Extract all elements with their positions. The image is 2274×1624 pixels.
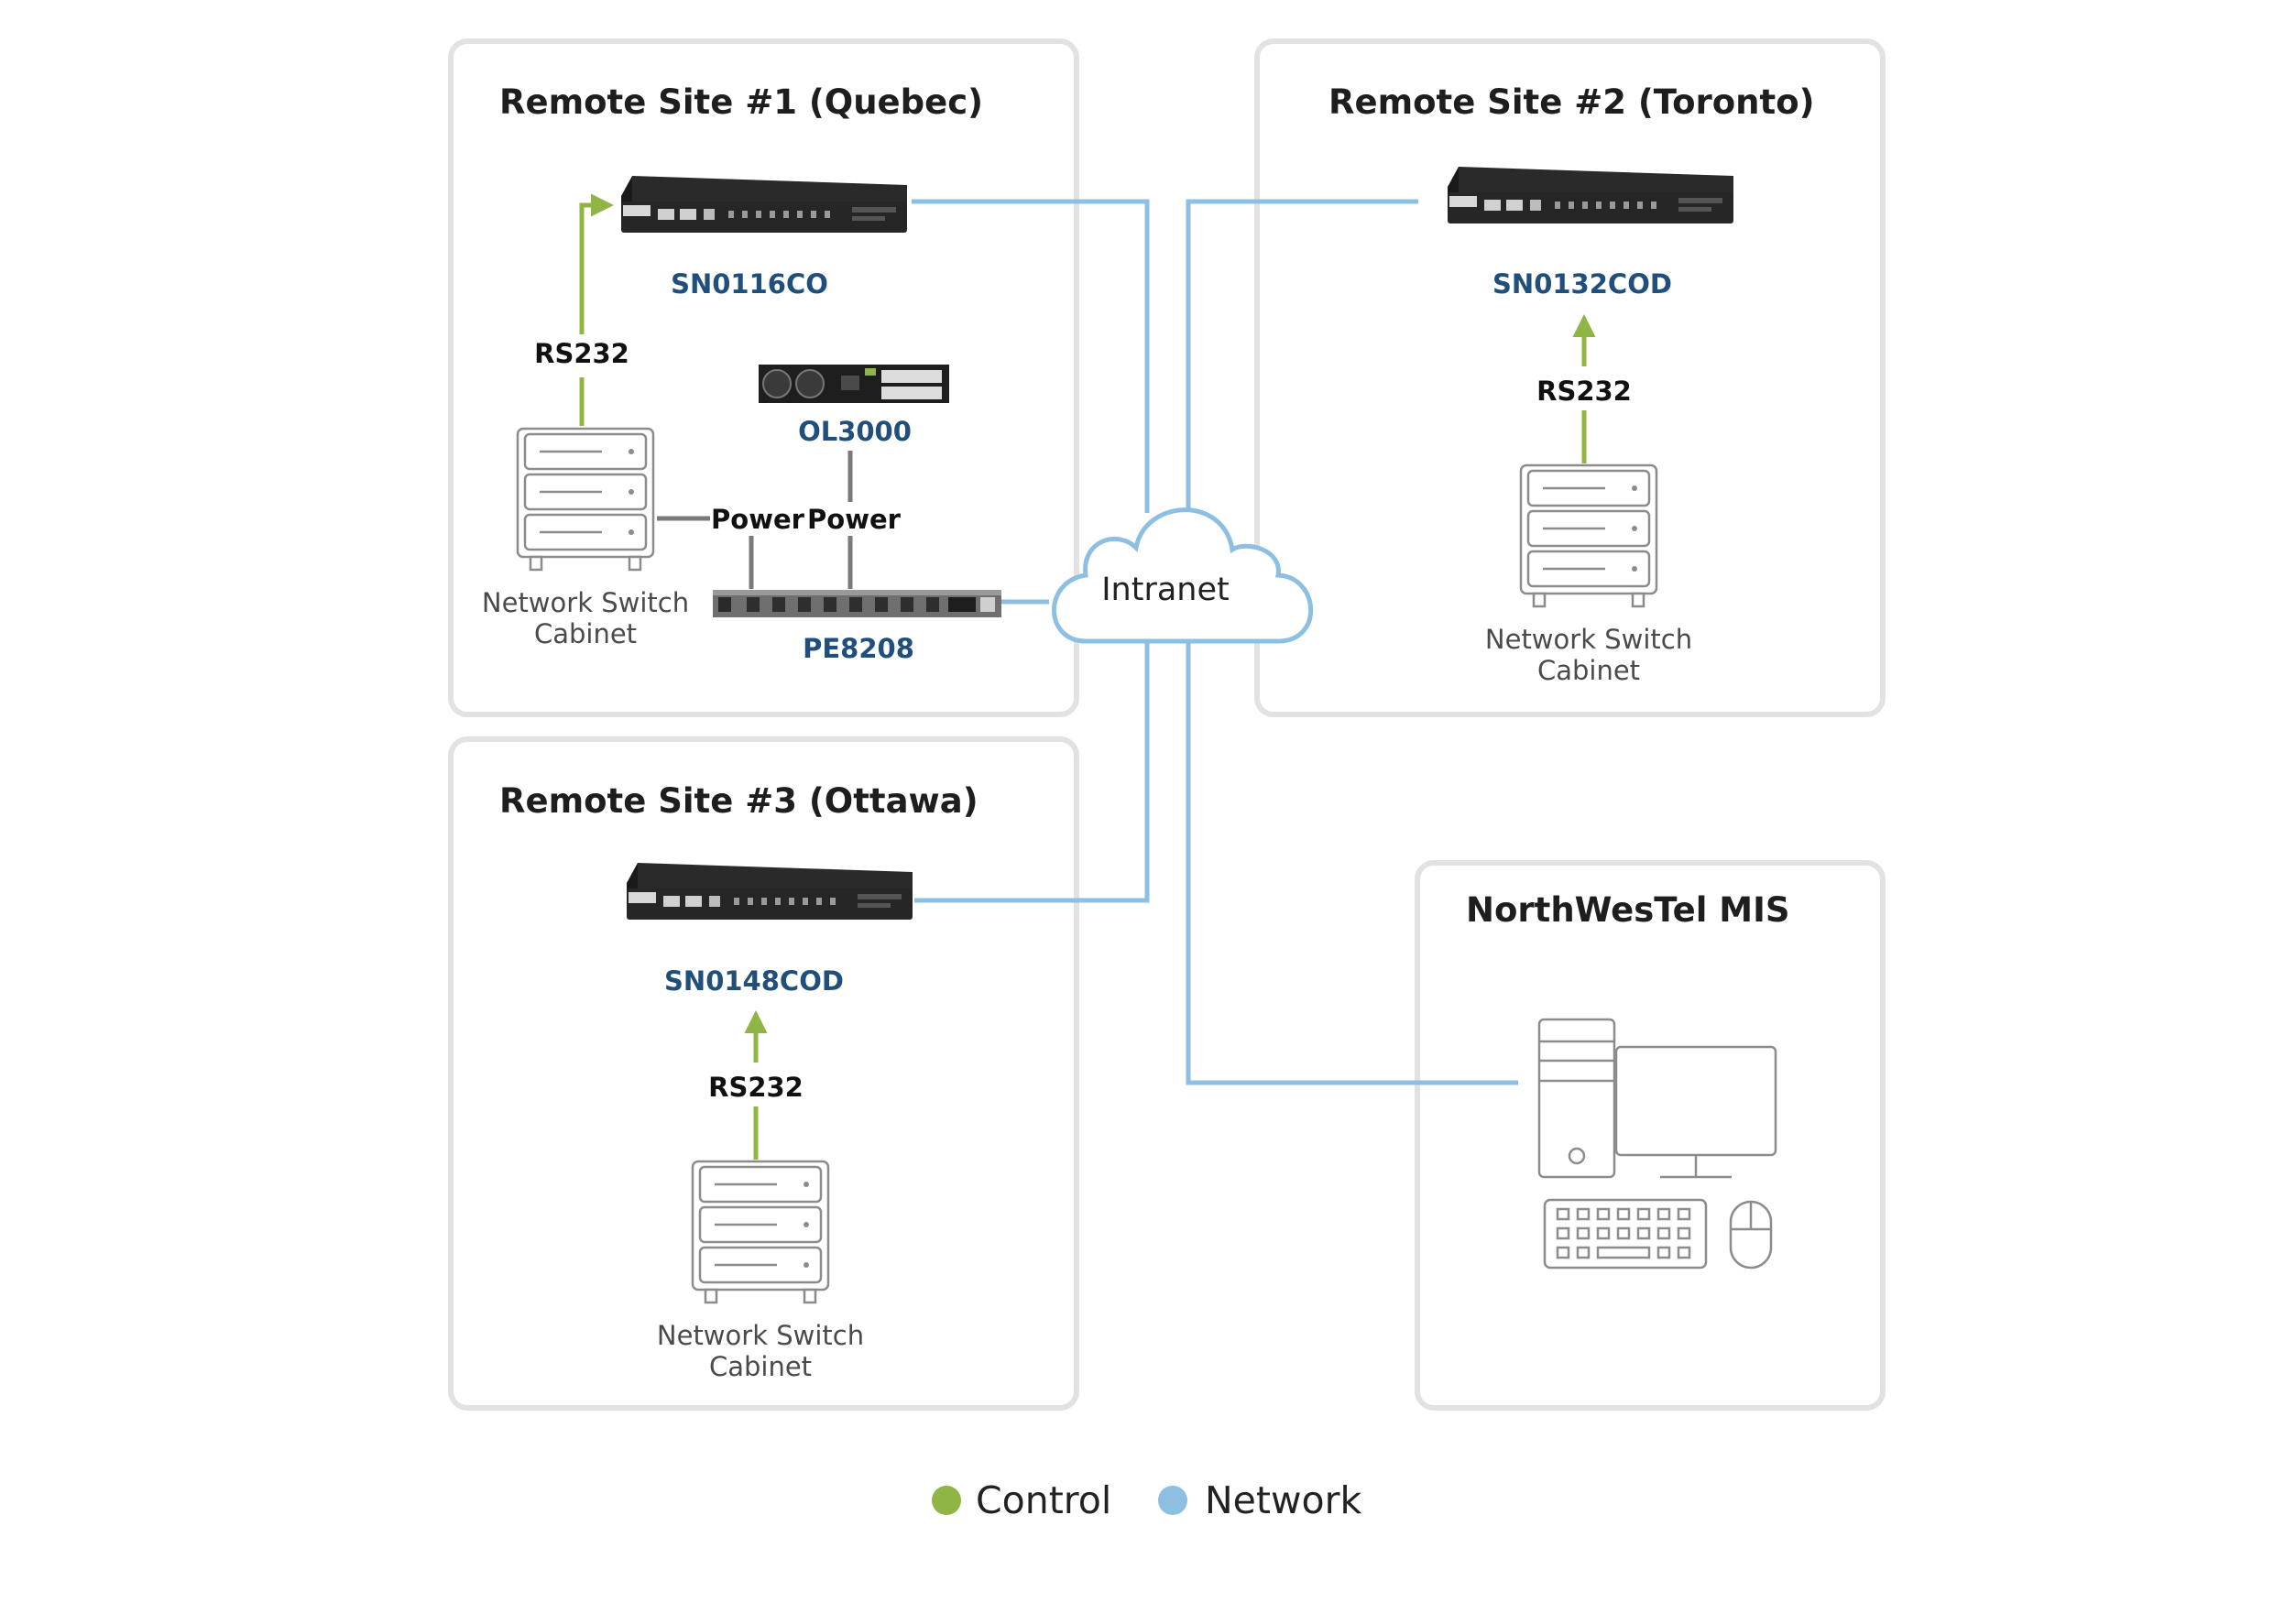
console-server-icon [627, 863, 913, 920]
site-ottawa-panel [448, 736, 1079, 1411]
console-server-icon [1448, 167, 1733, 223]
network-switch-cabinet-icon [516, 427, 655, 572]
site-quebec-console-model: SN0116CO [671, 268, 828, 300]
site-mis-title: NorthWesTel MIS [1466, 890, 1790, 930]
site-ottawa-cabinet-line2: Cabinet [709, 1351, 812, 1382]
site-quebec-pdu-model: PE8208 [803, 633, 914, 664]
ups-icon [759, 365, 949, 403]
legend-network-label: Network [1205, 1478, 1361, 1522]
site-quebec-control-link-upper [579, 193, 614, 334]
cloud-label: Intranet [1101, 572, 1230, 608]
site-ottawa-control-label: RS232 [708, 1072, 804, 1103]
pdu-icon [713, 590, 1001, 617]
site-quebec-control-label: RS232 [534, 338, 629, 369]
site-ottawa-cabinet-line1: Network Switch [657, 1320, 864, 1351]
cloud-icon [1052, 507, 1314, 644]
site-toronto-control-label: RS232 [1536, 376, 1632, 407]
legend: Control Network [932, 1478, 1361, 1522]
site-toronto-cabinet-line1: Network Switch [1485, 624, 1692, 655]
network-switch-cabinet-icon [1519, 463, 1658, 608]
site-ottawa-title: Remote Site #3 (Ottawa) [499, 781, 978, 821]
legend-network-swatch [1158, 1486, 1187, 1515]
console-server-icon [621, 176, 907, 233]
site-quebec-cabinet-line2: Cabinet [534, 618, 637, 649]
network-switch-cabinet-icon [691, 1160, 830, 1304]
legend-control-swatch [932, 1486, 961, 1515]
site-toronto-console-model: SN0132COD [1492, 268, 1672, 300]
site-quebec-power-label-left: Power [711, 504, 805, 535]
site-quebec-title: Remote Site #1 (Quebec) [499, 82, 983, 122]
site-quebec-power-label-right: Power [807, 504, 902, 535]
desktop-computer-icon [1537, 1018, 1777, 1270]
site-toronto-cabinet-line2: Cabinet [1537, 655, 1640, 686]
power-links [657, 451, 853, 589]
site-quebec-ups-model: OL3000 [798, 416, 912, 447]
site-toronto-title: Remote Site #2 (Toronto) [1328, 82, 1815, 122]
legend-control-label: Control [976, 1478, 1111, 1522]
site-quebec-cabinet-line1: Network Switch [482, 587, 689, 618]
site-ottawa-console-model: SN0148COD [664, 965, 844, 997]
network-links [912, 199, 1518, 1085]
